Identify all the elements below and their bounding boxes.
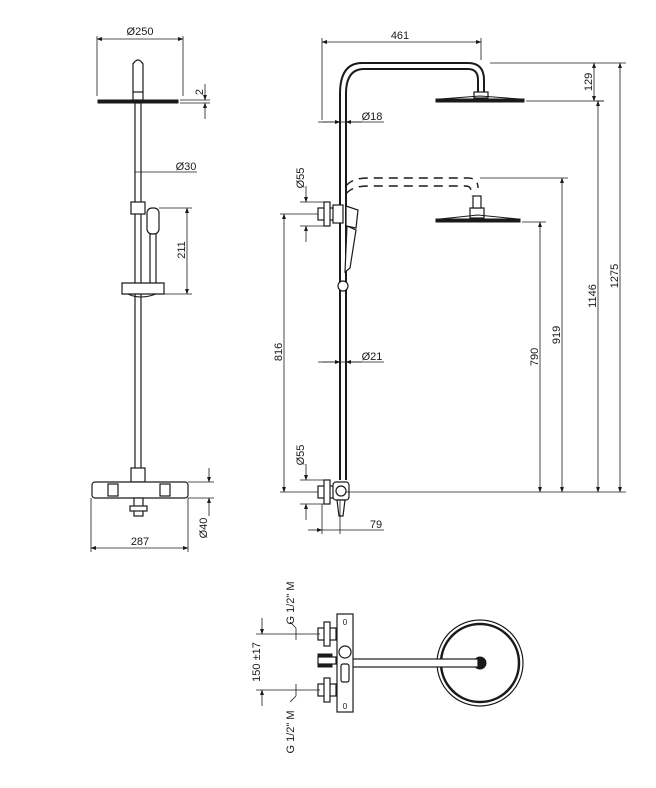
top-handles [317,621,337,703]
top-inlet-label-top-dim: G 1/2" M [285,581,297,640]
side-upper-fitting-dim: Ø55 [295,168,330,242]
side-head-height-dim: 1146 [587,100,604,493]
side-lower-fitting-dim: Ø55 [295,445,330,520]
side-valve-projection-dim: 79 [308,500,384,534]
svg-text:0: 0 [343,702,348,711]
side-valve-projection-label: 79 [370,519,382,531]
front-handshower-label: 211 [176,241,188,259]
front-valve-diameter-label: Ø40 [198,518,210,539]
top-valve-body: 0 0 [336,613,354,713]
side-lower-fitting-label: Ø55 [295,445,307,466]
top-inlet-spacing-label: 150 ±17 [251,642,263,682]
top-inlet-label-top: G 1/2" M [285,581,297,624]
front-valve-diameter-dim: Ø40 [188,468,214,538]
side-view: 461 129 Ø18 Ø55 816 [273,30,626,534]
side-upper-fitting-label: Ø55 [295,168,307,189]
side-total-height-dim: 1275 [604,62,626,493]
front-shower-head [97,59,179,104]
side-head-height-label: 1146 [587,284,599,308]
front-rail-diameter-dim: Ø30 [134,161,197,200]
side-riser-arm [339,62,525,480]
front-head-diameter-label: Ø250 [127,26,154,38]
front-valve-width-label: 287 [131,536,149,548]
front-hand-shower [121,207,165,298]
side-lowered-top-height-label: 919 [551,326,563,344]
side-total-height-label: 1275 [609,264,621,288]
side-riser-diameter-dim: Ø21 [318,351,384,364]
side-lowered-top-height-dim: 919 [480,177,568,493]
front-rail-diameter-label: Ø30 [176,161,197,173]
side-upper-fitting [317,201,359,292]
side-arm-diameter-label: Ø18 [362,111,383,123]
front-handshower-dim: 211 [159,207,192,295]
top-inlet-label-bottom: G 1/2" M [285,710,297,753]
side-riser-diameter-label: Ø21 [362,351,383,363]
side-lowered-head-height-label: 790 [529,348,541,366]
front-head-diameter-dim: Ø250 [96,26,184,96]
side-riser-height-dim: 816 [273,213,318,493]
side-riser-height-label: 816 [273,343,285,361]
side-arm-reach-dim: 461 [321,30,482,120]
top-view: 0 0 150 ±17 G 1/2" M [251,581,524,754]
top-inlet-label-bottom-dim: G 1/2" M [285,684,297,754]
side-arm-drop-label: 129 [583,73,595,91]
front-head-thickness-dim: 2 [180,84,210,119]
front-head-thickness-label: 2 [194,89,206,95]
side-arm-diameter-dim: Ø18 [318,111,384,124]
side-arm-drop-dim: 129 [490,62,604,102]
side-lowered-head-height-dim: 790 [522,221,546,493]
top-shower-head [436,619,524,707]
front-view: Ø250 2 Ø30 [90,26,214,552]
front-valve-width-dim: 287 [90,498,189,552]
top-arm [351,658,479,668]
side-lowered-head [345,177,521,223]
svg-text:0: 0 [343,618,348,627]
top-inlet-spacing-dim: 150 ±17 [251,618,320,706]
side-lower-fitting [317,479,350,517]
front-valve [91,481,189,517]
side-arm-reach-label: 461 [391,30,409,42]
